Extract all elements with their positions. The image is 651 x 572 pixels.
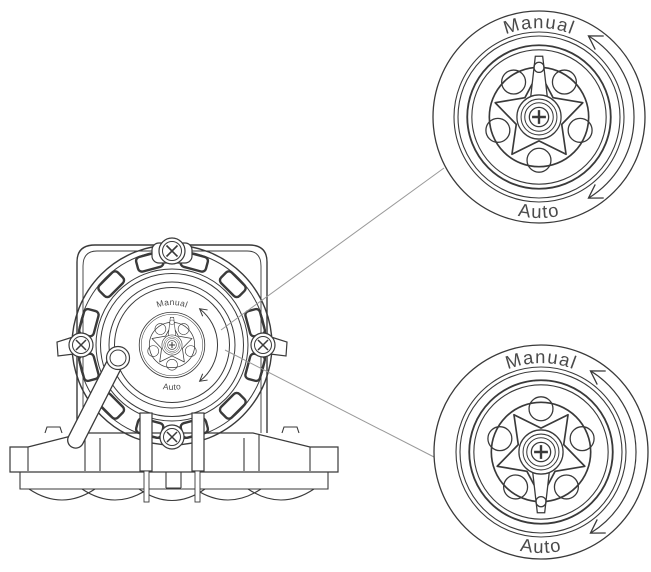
power-cable (67, 345, 131, 449)
base-foot (247, 488, 315, 501)
auto-label: Auto (162, 381, 181, 392)
phillips-screw-icon (166, 431, 178, 443)
leader-line-top (220, 167, 445, 331)
device-front-view: Manual Auto (9, 237, 339, 503)
auto-label: Auto (519, 534, 563, 557)
detail-view-auto: Manual Auto (433, 344, 649, 560)
manual-label: Manual (155, 297, 189, 310)
screw-bosses (56, 237, 288, 358)
mode-dial (108, 281, 236, 409)
base-foot (81, 488, 149, 501)
phillips-screw-icon (257, 339, 269, 351)
phillips-screw-icon (75, 339, 87, 351)
phillips-screw-icon (165, 244, 179, 258)
bottom-clamp (139, 412, 205, 503)
rotation-arrow-icon (589, 370, 637, 534)
detail-view-manual: Manual Auto (432, 10, 646, 224)
rotation-arrow-icon (587, 35, 635, 199)
auto-label: Auto (517, 199, 561, 222)
rotation-arrow-icon (198, 308, 218, 382)
leader-line-bottom (224, 349, 435, 458)
